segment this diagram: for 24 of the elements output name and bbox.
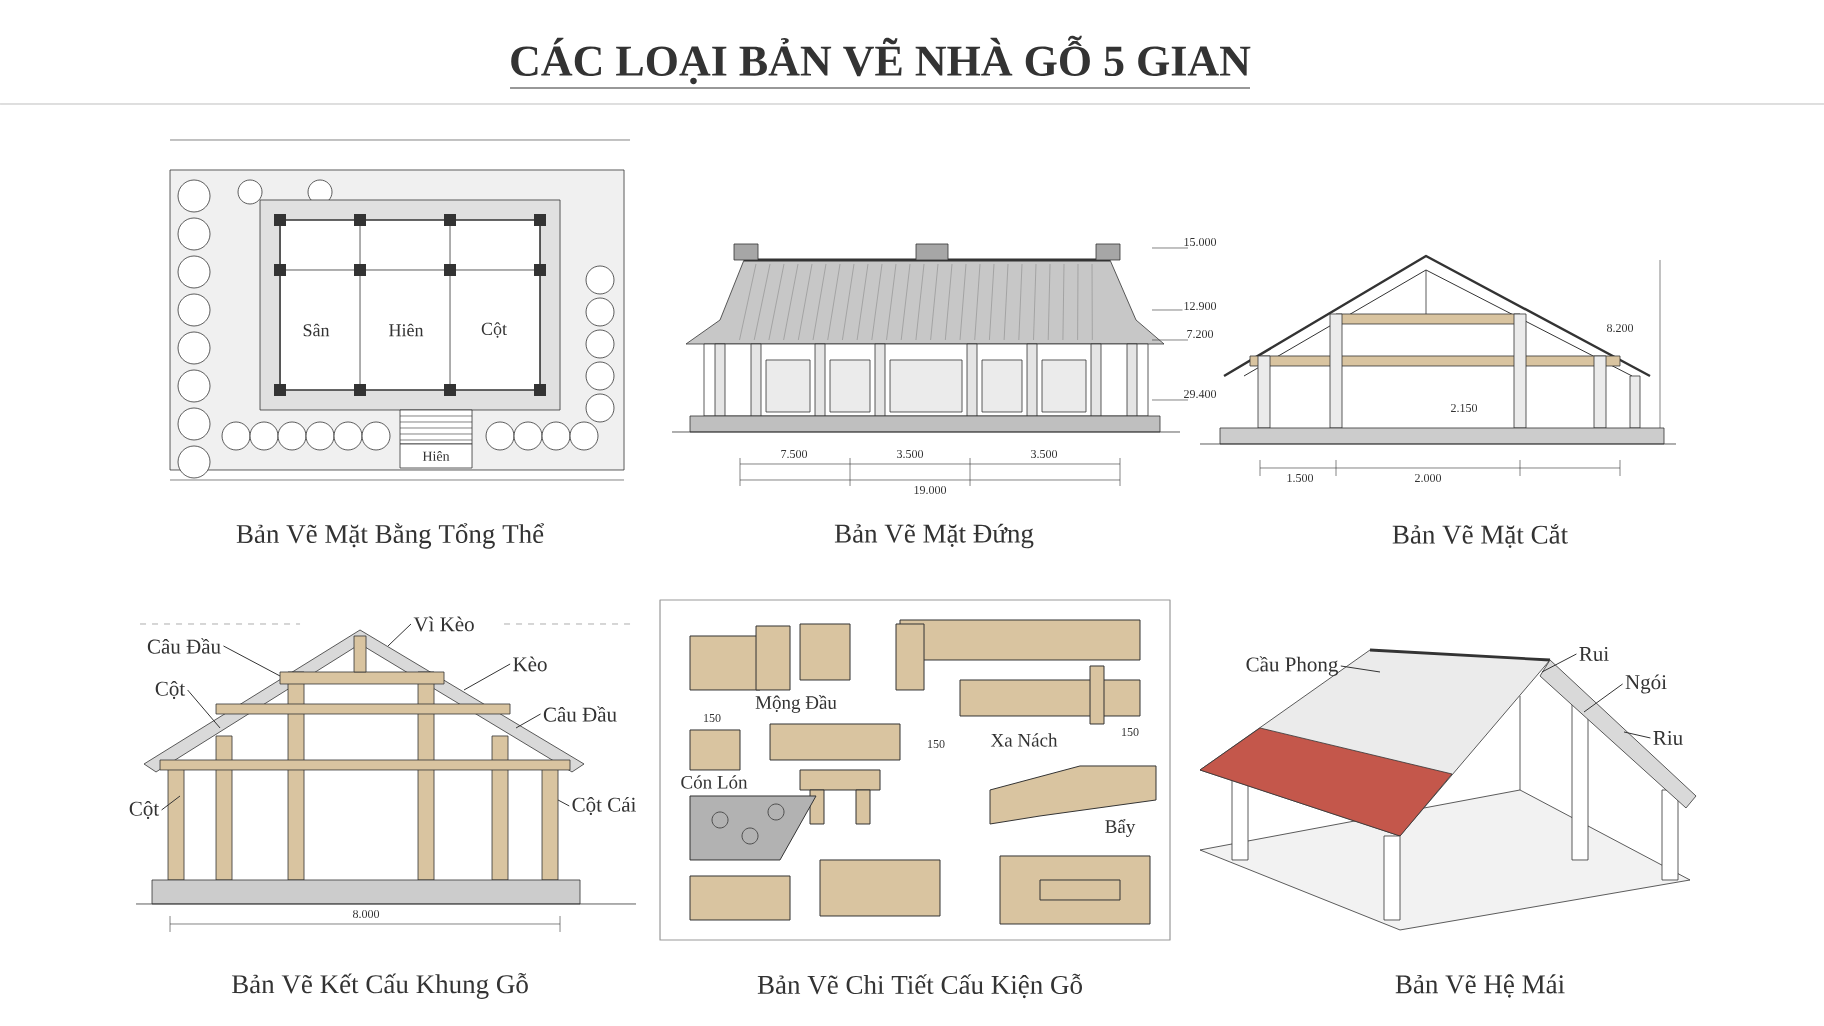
leader-line: [1623, 731, 1651, 739]
drawing-title: Bản Vẽ Chi Tiết Cấu Kiện Gỗ: [757, 973, 1082, 999]
drawing-title: Bản Vẽ Mặt Đứng: [834, 523, 1034, 549]
part-label: Xa Nách: [989, 732, 1059, 748]
part-label: Cón Lón: [679, 774, 749, 790]
part-label: Cầu Phong: [1246, 656, 1338, 676]
leader-line: [1541, 653, 1577, 673]
part-label: Riu: [1653, 730, 1683, 746]
leader-line: [161, 795, 181, 811]
part-label: Cột: [129, 800, 160, 820]
leader-line: [1583, 683, 1624, 713]
drawing-title: Bản Vẽ Hệ Mái: [1395, 974, 1565, 998]
drawing-title: Bản Vẽ Mặt Bằng Tổng Thể: [236, 523, 545, 549]
part-label: Rui: [1579, 646, 1609, 662]
part-label: Bẩy: [1103, 818, 1137, 838]
part-label: Vì Kèo: [413, 616, 474, 632]
part-label: Ngói: [1625, 674, 1667, 694]
leader-line: [1340, 665, 1381, 673]
drawing-title: Bản Vẽ Kết Cấu Khung Gỗ: [231, 973, 528, 999]
title: CÁC LOẠI BẢN VẼ NHÀ GỖ 5 GIAN: [511, 35, 1251, 85]
part-label: Mộng Đầu: [754, 694, 838, 714]
leader-line: [557, 799, 570, 807]
part-label: Cột Cái: [572, 796, 636, 816]
drawing-title: Bản Vẽ Mặt Cắt: [1392, 524, 1568, 548]
